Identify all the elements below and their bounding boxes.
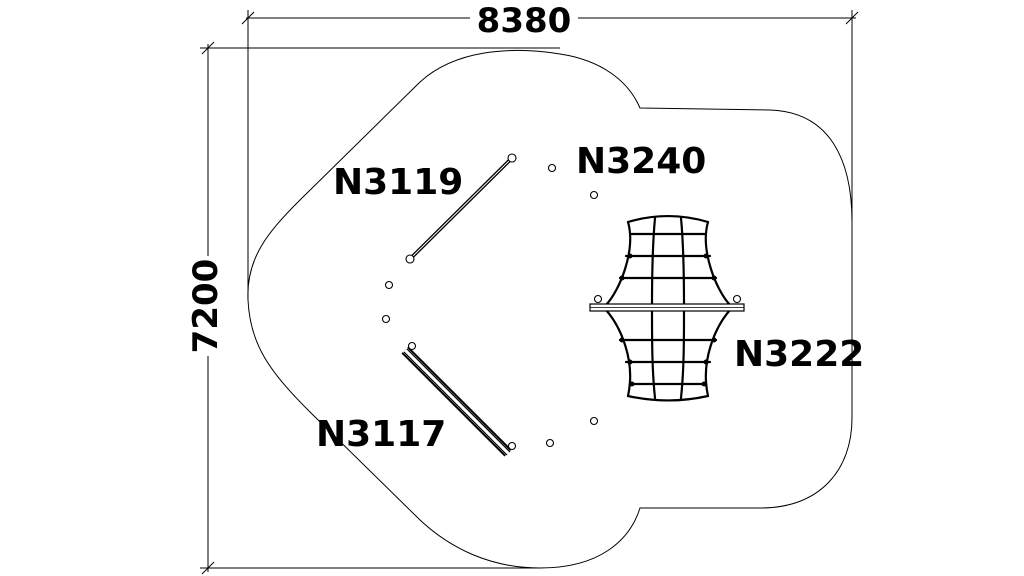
balance-rope-n3119 [405,153,517,264]
width-dimension: 8380 [241,1,859,300]
safety-zone-outline [247,49,853,569]
height-dimension: 7200 [186,41,560,575]
height-dimension-label: 7200 [186,259,226,354]
label-n3117: N3117 [316,414,446,455]
label-n3240: N3240 [576,141,706,182]
stepping-posts-n3240 [381,163,599,448]
climbing-net-n3222 [589,214,745,402]
label-n3119: N3119 [333,162,463,203]
width-dimension-label: 8380 [477,1,572,41]
label-n3222: N3222 [734,334,864,375]
balance-beam-n3117 [401,341,517,457]
